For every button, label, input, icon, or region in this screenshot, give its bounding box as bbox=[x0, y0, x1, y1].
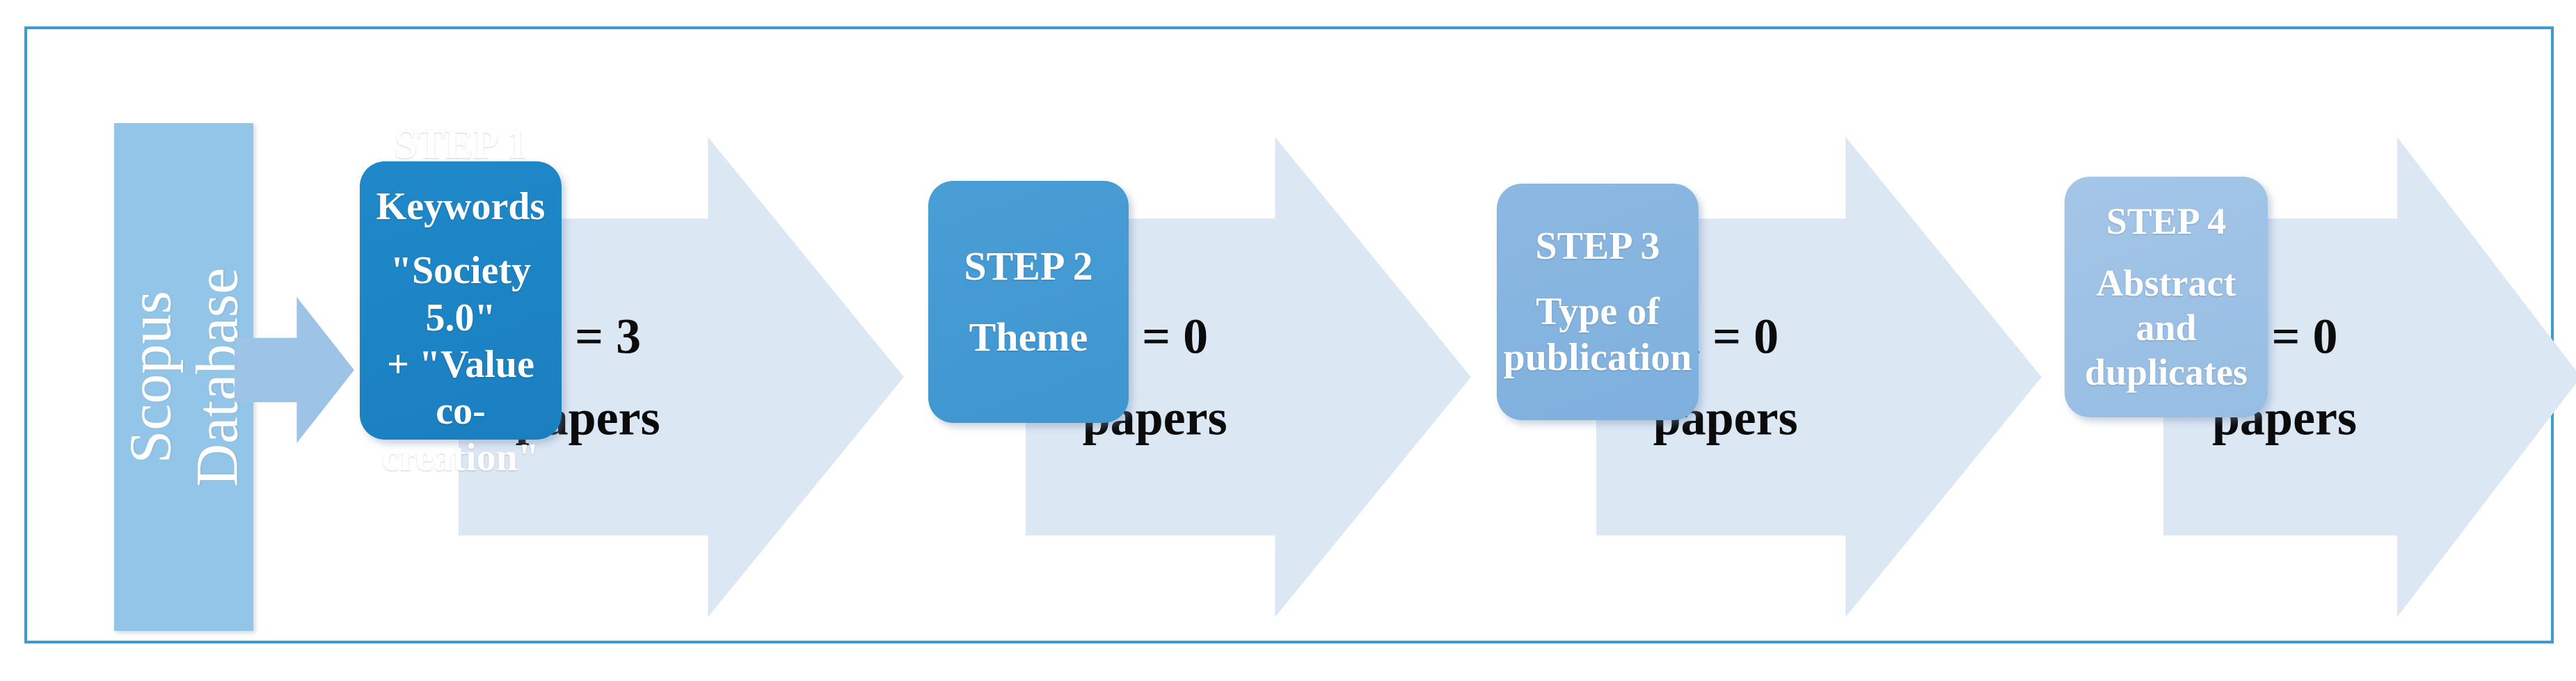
scopus-database-block: Scopus Database bbox=[114, 123, 253, 631]
step-1-keywords: "Society 5.0" + "Value co- creation" bbox=[367, 248, 555, 481]
scopus-label-line-1: Scopus bbox=[116, 290, 184, 464]
step-3-number: STEP 3 bbox=[1535, 224, 1660, 268]
step-box-3: STEP 3 Type of publication bbox=[1497, 184, 1699, 420]
scopus-database-label: Scopus Database bbox=[117, 267, 251, 486]
step-4-number: STEP 4 bbox=[2106, 200, 2227, 242]
step-2-criterion: Theme bbox=[969, 314, 1088, 360]
step-1-keyword-line-1: "Society 5.0" bbox=[390, 249, 532, 339]
step-box-2: STEP 2 Theme bbox=[928, 181, 1129, 423]
step-box-1: STEP 1 Keywords "Society 5.0" + "Value c… bbox=[360, 121, 562, 479]
step-3-criterion: Type of publication bbox=[1504, 289, 1692, 380]
step-4-criterion-line-2: duplicates bbox=[2084, 351, 2248, 393]
step-4-criterion-line-1: Abstract and bbox=[2096, 262, 2236, 348]
step-1-keyword-line-3: creation" bbox=[382, 436, 539, 480]
step-4-criterion: Abstract and duplicates bbox=[2072, 262, 2261, 394]
step-3-criterion-line-2: publication bbox=[1503, 336, 1692, 380]
step-3-criterion-line-1: Type of bbox=[1536, 289, 1660, 333]
step-1-keyword-line-2: + "Value co- bbox=[387, 342, 534, 433]
step-box-4: STEP 4 Abstract and duplicates bbox=[2065, 177, 2268, 417]
step-2-number: STEP 2 bbox=[964, 243, 1093, 289]
figure-border: Scopus Database n = 3 papers n = 0 paper… bbox=[24, 26, 2576, 643]
step-1-criterion: Keywords bbox=[376, 185, 546, 229]
step-1-number: STEP 1 bbox=[394, 120, 527, 167]
